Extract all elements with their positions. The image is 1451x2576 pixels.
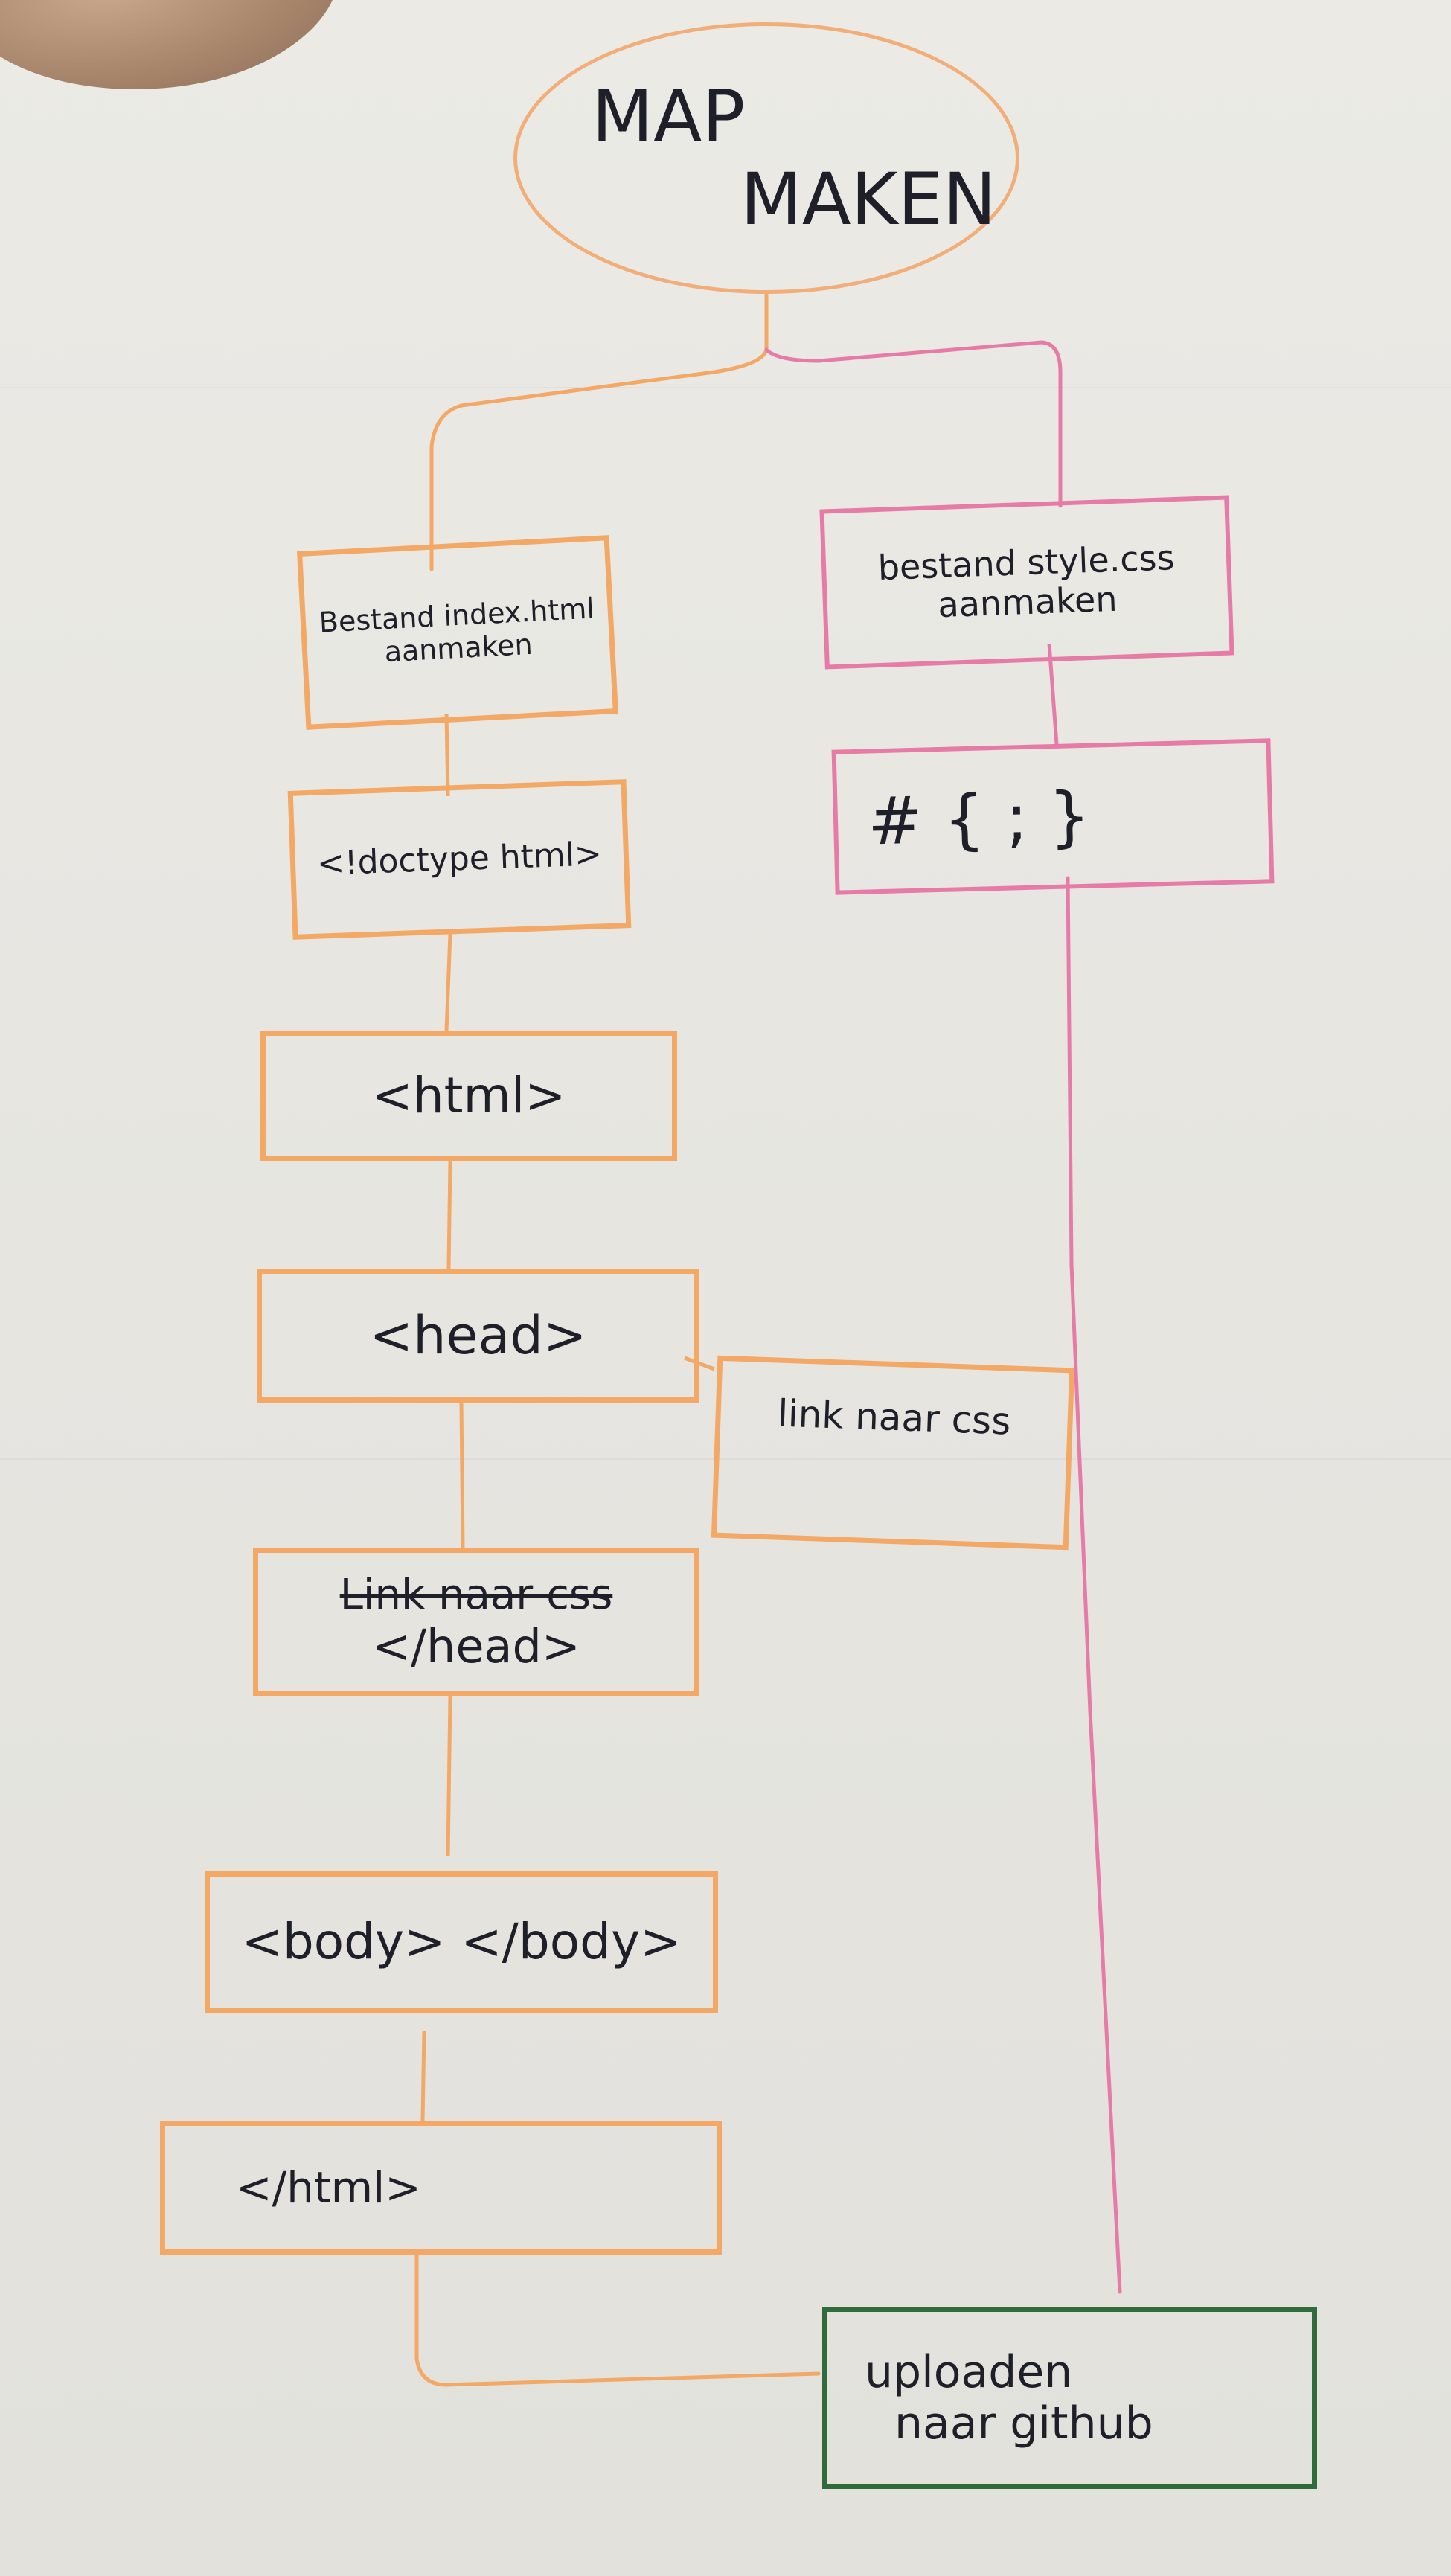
node-css-syntax: # { ; } bbox=[831, 738, 1275, 895]
connector-htmlclose-to-end bbox=[414, 2252, 821, 2387]
end-node-line2: naar github bbox=[894, 2397, 1153, 2450]
connector-head-to-note bbox=[684, 1356, 715, 1371]
connector-css-to-syntax bbox=[1047, 643, 1059, 745]
node-css-syntax-label: # { ; } bbox=[866, 777, 1092, 860]
node-doctype-label: <!doctype html> bbox=[316, 835, 603, 883]
node-html-open: <html> bbox=[260, 1031, 677, 1161]
node-head-open-label: <head> bbox=[369, 1304, 587, 1366]
connector-doctype-to-html bbox=[444, 933, 452, 1031]
node-create-css-line2: aanmaken bbox=[937, 578, 1118, 625]
node-body: <body> </body> bbox=[205, 1871, 718, 2013]
connector-body-to-htmlclose bbox=[420, 2031, 426, 2121]
node-html-close: </html> bbox=[160, 2121, 722, 2255]
start-label-line2: MAKEN bbox=[740, 157, 996, 241]
node-head-open: <head> bbox=[257, 1269, 699, 1403]
node-html-close-label: </html> bbox=[236, 2162, 421, 2213]
node-create-index-line2: aanmaken bbox=[383, 627, 534, 669]
node-create-index-html: Bestand index.html aanmaken bbox=[297, 535, 618, 730]
node-side-note-link-css: link naar css bbox=[711, 1355, 1075, 1551]
connector-start-to-right bbox=[764, 340, 1063, 508]
start-node-map-maken: MAP MAKEN bbox=[513, 22, 1019, 294]
connector-head-to-headclose bbox=[459, 1402, 465, 1548]
node-create-css-line1: bestand style.css bbox=[877, 536, 1176, 588]
connector-syntax-to-end bbox=[1066, 876, 1122, 2294]
side-note-label: link naar css bbox=[777, 1391, 1012, 1444]
connector-headclose-to-body bbox=[446, 1696, 452, 1857]
node-head-close-label: </head> bbox=[372, 1618, 580, 1673]
end-node-line1: uploaden bbox=[865, 2345, 1073, 2398]
connector-html-to-head bbox=[446, 1160, 452, 1269]
end-node-upload-github: uploaden naar github bbox=[822, 2307, 1317, 2489]
node-body-label: <body> </body> bbox=[241, 1913, 682, 1971]
node-head-close: Link naar css </head> bbox=[253, 1548, 699, 1696]
node-html-open-label: <html> bbox=[371, 1066, 566, 1124]
connector-index-to-doctype bbox=[444, 714, 450, 797]
node-create-style-css: bestand style.css aanmaken bbox=[819, 495, 1234, 670]
start-label-line1: MAP bbox=[592, 75, 746, 159]
node-head-close-struck-text: Link naar css bbox=[339, 1571, 613, 1620]
connector-start-to-left bbox=[429, 292, 769, 571]
node-doctype: <!doctype html> bbox=[287, 779, 632, 940]
